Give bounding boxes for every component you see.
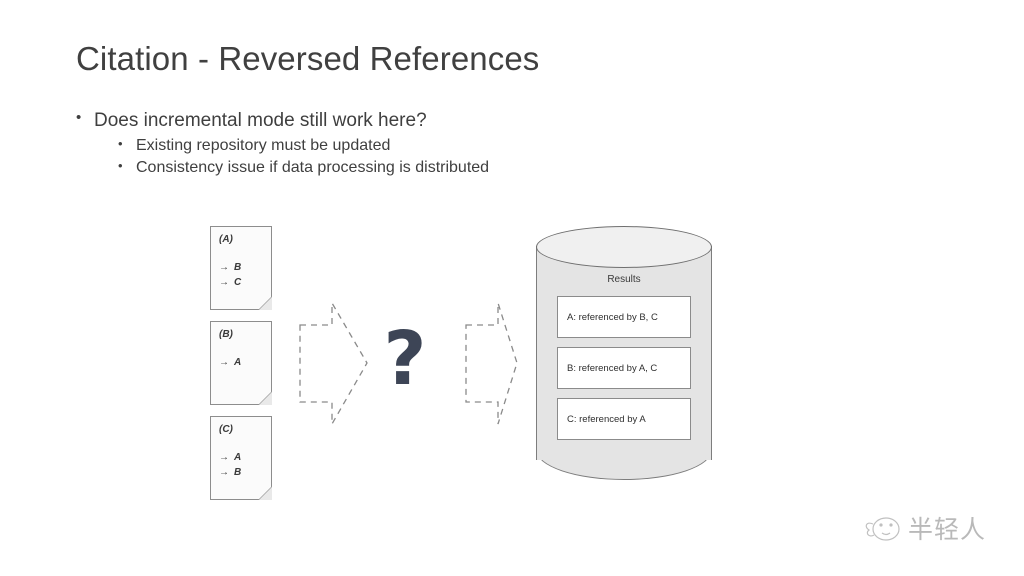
bullet-text: Does incremental mode still work here? (94, 110, 427, 131)
bullet-list: • Does incremental mode still work here?… (76, 108, 776, 179)
document-card-references: →B →C (219, 261, 241, 290)
reference-target: A (234, 452, 242, 463)
reference-line: →B (219, 261, 241, 276)
reference-line: →A (219, 356, 241, 371)
dashed-block-arrow-right (465, 302, 518, 425)
reference-line: →C (219, 276, 241, 291)
page-fold-inner-icon (259, 392, 272, 405)
watermark: 半轻人 (862, 505, 1012, 551)
watermark-face-icon (865, 517, 900, 541)
reference-line: →B (219, 466, 241, 481)
bullet-marker-icon: • (118, 158, 123, 174)
bullet-item-level2: • Existing repository must be updated (76, 135, 776, 156)
results-list: A: referenced by B, C B: referenced by A… (557, 296, 691, 449)
results-label: Results (607, 274, 641, 285)
cylinder-top-ellipse (536, 226, 712, 268)
reference-target: A (234, 357, 242, 368)
arrow-right-icon: → (219, 262, 229, 273)
bullet-marker-icon: • (118, 136, 123, 152)
question-mark-icon: ? (383, 316, 427, 402)
reference-target: B (234, 466, 242, 478)
document-card-b: (B) →A (210, 321, 272, 405)
document-card-label: (C) (219, 424, 233, 435)
result-row: A: referenced by B, C (557, 296, 691, 338)
page-fold-inner-icon (259, 487, 272, 500)
results-database-cylinder: Results A: referenced by B, C B: referen… (536, 226, 712, 480)
arrow-right-icon: → (219, 452, 229, 463)
document-card-label: (A) (219, 234, 233, 245)
reference-target: B (234, 262, 242, 273)
document-card-c: (C) →A →B (210, 416, 272, 500)
dashed-block-arrow-left (299, 300, 368, 427)
page-title: Citation - Reversed References (76, 40, 540, 77)
bullet-text: Consistency issue if data processing is … (136, 159, 490, 177)
document-card-references: →A (219, 356, 241, 371)
bullet-item-level1: • Does incremental mode still work here? (76, 108, 776, 133)
document-card-references: →A →B (219, 451, 241, 480)
document-card-label: (B) (219, 329, 233, 340)
watermark-text: 半轻人 (908, 515, 987, 544)
result-row: B: referenced by A, C (557, 347, 691, 389)
result-row: C: referenced by A (557, 398, 691, 440)
arrow-right-icon: → (219, 357, 229, 368)
arrow-right-icon: → (219, 276, 229, 288)
reference-target: C (234, 276, 242, 288)
bullet-marker-icon: • (76, 109, 82, 126)
arrow-right-icon: → (219, 466, 229, 478)
bullet-text: Existing repository must be updated (136, 137, 391, 155)
document-card-a: (A) →B →C (210, 226, 272, 310)
reference-line: →A (219, 451, 241, 466)
page-fold-inner-icon (259, 297, 272, 310)
bullet-item-level2: • Consistency issue if data processing i… (76, 157, 776, 178)
